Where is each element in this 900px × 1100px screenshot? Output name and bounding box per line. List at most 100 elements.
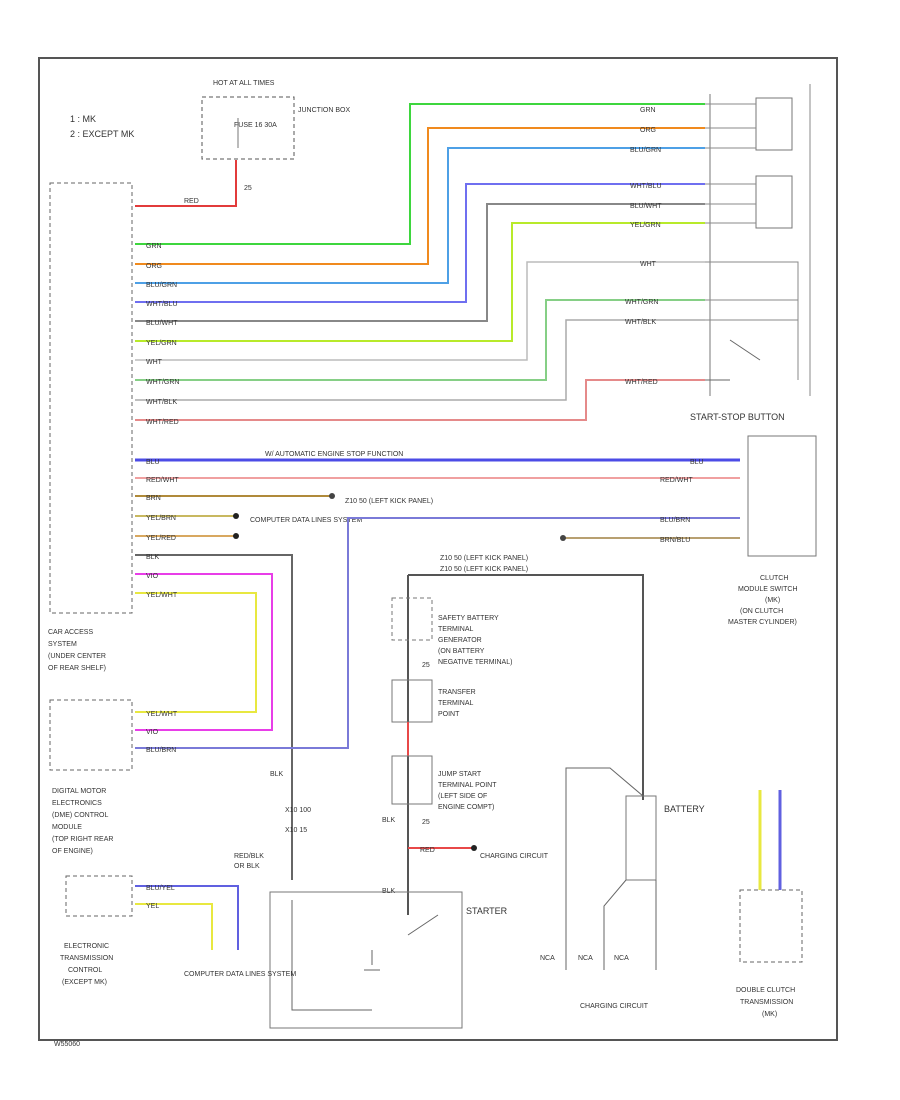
etc-module [65,875,133,917]
wht-red-label: WHT/RED [146,419,179,426]
transfer-terminal-point [391,679,433,723]
wht-blu-wire [135,183,705,303]
wht-wire [135,261,705,361]
fuse-label: FUSE 16 30A [234,122,277,129]
red-charging-label: RED [420,847,435,854]
org-label: ORG [146,263,162,270]
vio-wire [135,573,273,731]
nca-label-1: NCA [540,955,555,962]
yel-brn-terminal [233,513,239,519]
red-wire-label: RED [184,198,199,205]
blu-brn-right-label: BLU/BRN [660,517,690,524]
blu-right-label: BLU [690,459,704,466]
computer-data-lines-label-top: COMPUTER DATA LINES SYSTEM [250,517,362,524]
wht-right-label: WHT [640,261,657,268]
gauge-2: 25 [422,819,430,826]
starter-label: STARTER [466,906,508,916]
gauge-1: 25 [422,662,430,669]
charging-circuit-label-1: CHARGING CIRCUIT [480,853,549,860]
jump-start-terminal [391,755,433,805]
blu-wht-label: BLU/WHT [146,320,178,327]
yel-label: YEL [146,903,159,910]
connector-x1: X10 100 [285,807,311,814]
yel-grn-wire [135,222,705,342]
grn-right-label: GRN [640,107,656,114]
main-ground-label: Z10 50 (LEFT KICK PANEL) [440,566,528,573]
blk-main-label: BLK [382,817,396,824]
yel-red-label: YEL/RED [146,535,176,542]
car-access-system-module [49,182,133,614]
yel-wht-wire [135,592,257,713]
grn-label: GRN [146,243,162,250]
battery [625,795,657,881]
blk-label: BLK [146,554,160,561]
blu-grn-right-label: BLU/GRN [630,147,661,154]
connector-x2: X10 15 [285,827,307,834]
double-clutch-transmission [739,889,803,963]
blk-wire [135,554,293,880]
ground-g1-label: Z10 50 (LEFT KICK PANEL) [345,498,433,505]
wht-red-right-label: WHT/RED [625,379,658,386]
blu-wht-wire [135,203,705,322]
yel-wht-lower-label: YEL/WHT [146,711,178,718]
start-stop-button-label: START-STOP BUTTON [690,412,785,422]
nca-label-2: NCA [578,955,593,962]
starter [269,891,463,1029]
yel-red-terminal [233,533,239,539]
blu-wht-right-label: BLU/WHT [630,203,662,210]
charging-circuit-label-2: CHARGING CIRCUIT [580,1003,649,1010]
wht-label: WHT [146,359,163,366]
org-wire [135,127,705,265]
charging-terminal [471,845,477,851]
wht-grn-right-label: WHT/GRN [625,299,658,306]
red-feed-wire [135,160,237,207]
blu-brn-label: BLU/BRN [146,747,176,754]
yel-wht-label: YEL/WHT [146,592,178,599]
automatic-start-stop-label: W/ AUTOMATIC ENGINE STOP FUNCTION [265,451,403,458]
yel-brn-label: YEL/BRN [146,515,176,522]
blu-label: BLU [146,459,160,466]
wht-red-wire [135,379,705,421]
legend-item-1: 1 : MK [70,114,96,124]
wht-blu-right-label: WHT/BLU [630,183,662,190]
battery-feed-label: HOT AT ALL TIMES [213,80,275,87]
switch-contacts [705,103,799,380]
grn-wire [135,103,705,245]
vio-label: VIO [146,573,159,580]
battery-cables [565,767,657,970]
blu-grn-wire [135,147,705,284]
nca-label-3: NCA [614,955,629,962]
blu-yel-label: BLU/YEL [146,885,175,892]
wht-grn-wire [135,299,705,381]
ground-g2-label: Z10 50 (LEFT KICK PANEL) [440,555,528,562]
switch-box-mid [755,175,793,229]
junction-box-label: JUNCTION BOX [298,107,350,114]
battery-label: BATTERY [664,804,705,814]
ground-g1-icon [329,493,335,499]
blu-yel-wire [135,885,239,950]
blu-grn-label: BLU/GRN [146,282,177,289]
brn-blu-label: BRN/BLU [660,537,690,544]
wht-grn-label: WHT/GRN [146,379,179,386]
legend-item-2: 2 : EXCEPT MK [70,129,134,139]
yel-etc-wire [135,903,213,950]
junction-box [201,96,295,160]
switch-icon [705,339,761,381]
red-wht-label: RED/WHT [146,477,179,484]
diagram-frame [38,57,838,1041]
brn-label: BRN [146,495,161,502]
dme-module [49,699,133,771]
feed-gauge: 25 [244,185,252,192]
blu-brn-wire [135,517,740,749]
red-wht-right-label: RED/WHT [660,477,693,484]
main-blk-cable [408,574,644,800]
wht-blu-label: WHT/BLU [146,301,178,308]
